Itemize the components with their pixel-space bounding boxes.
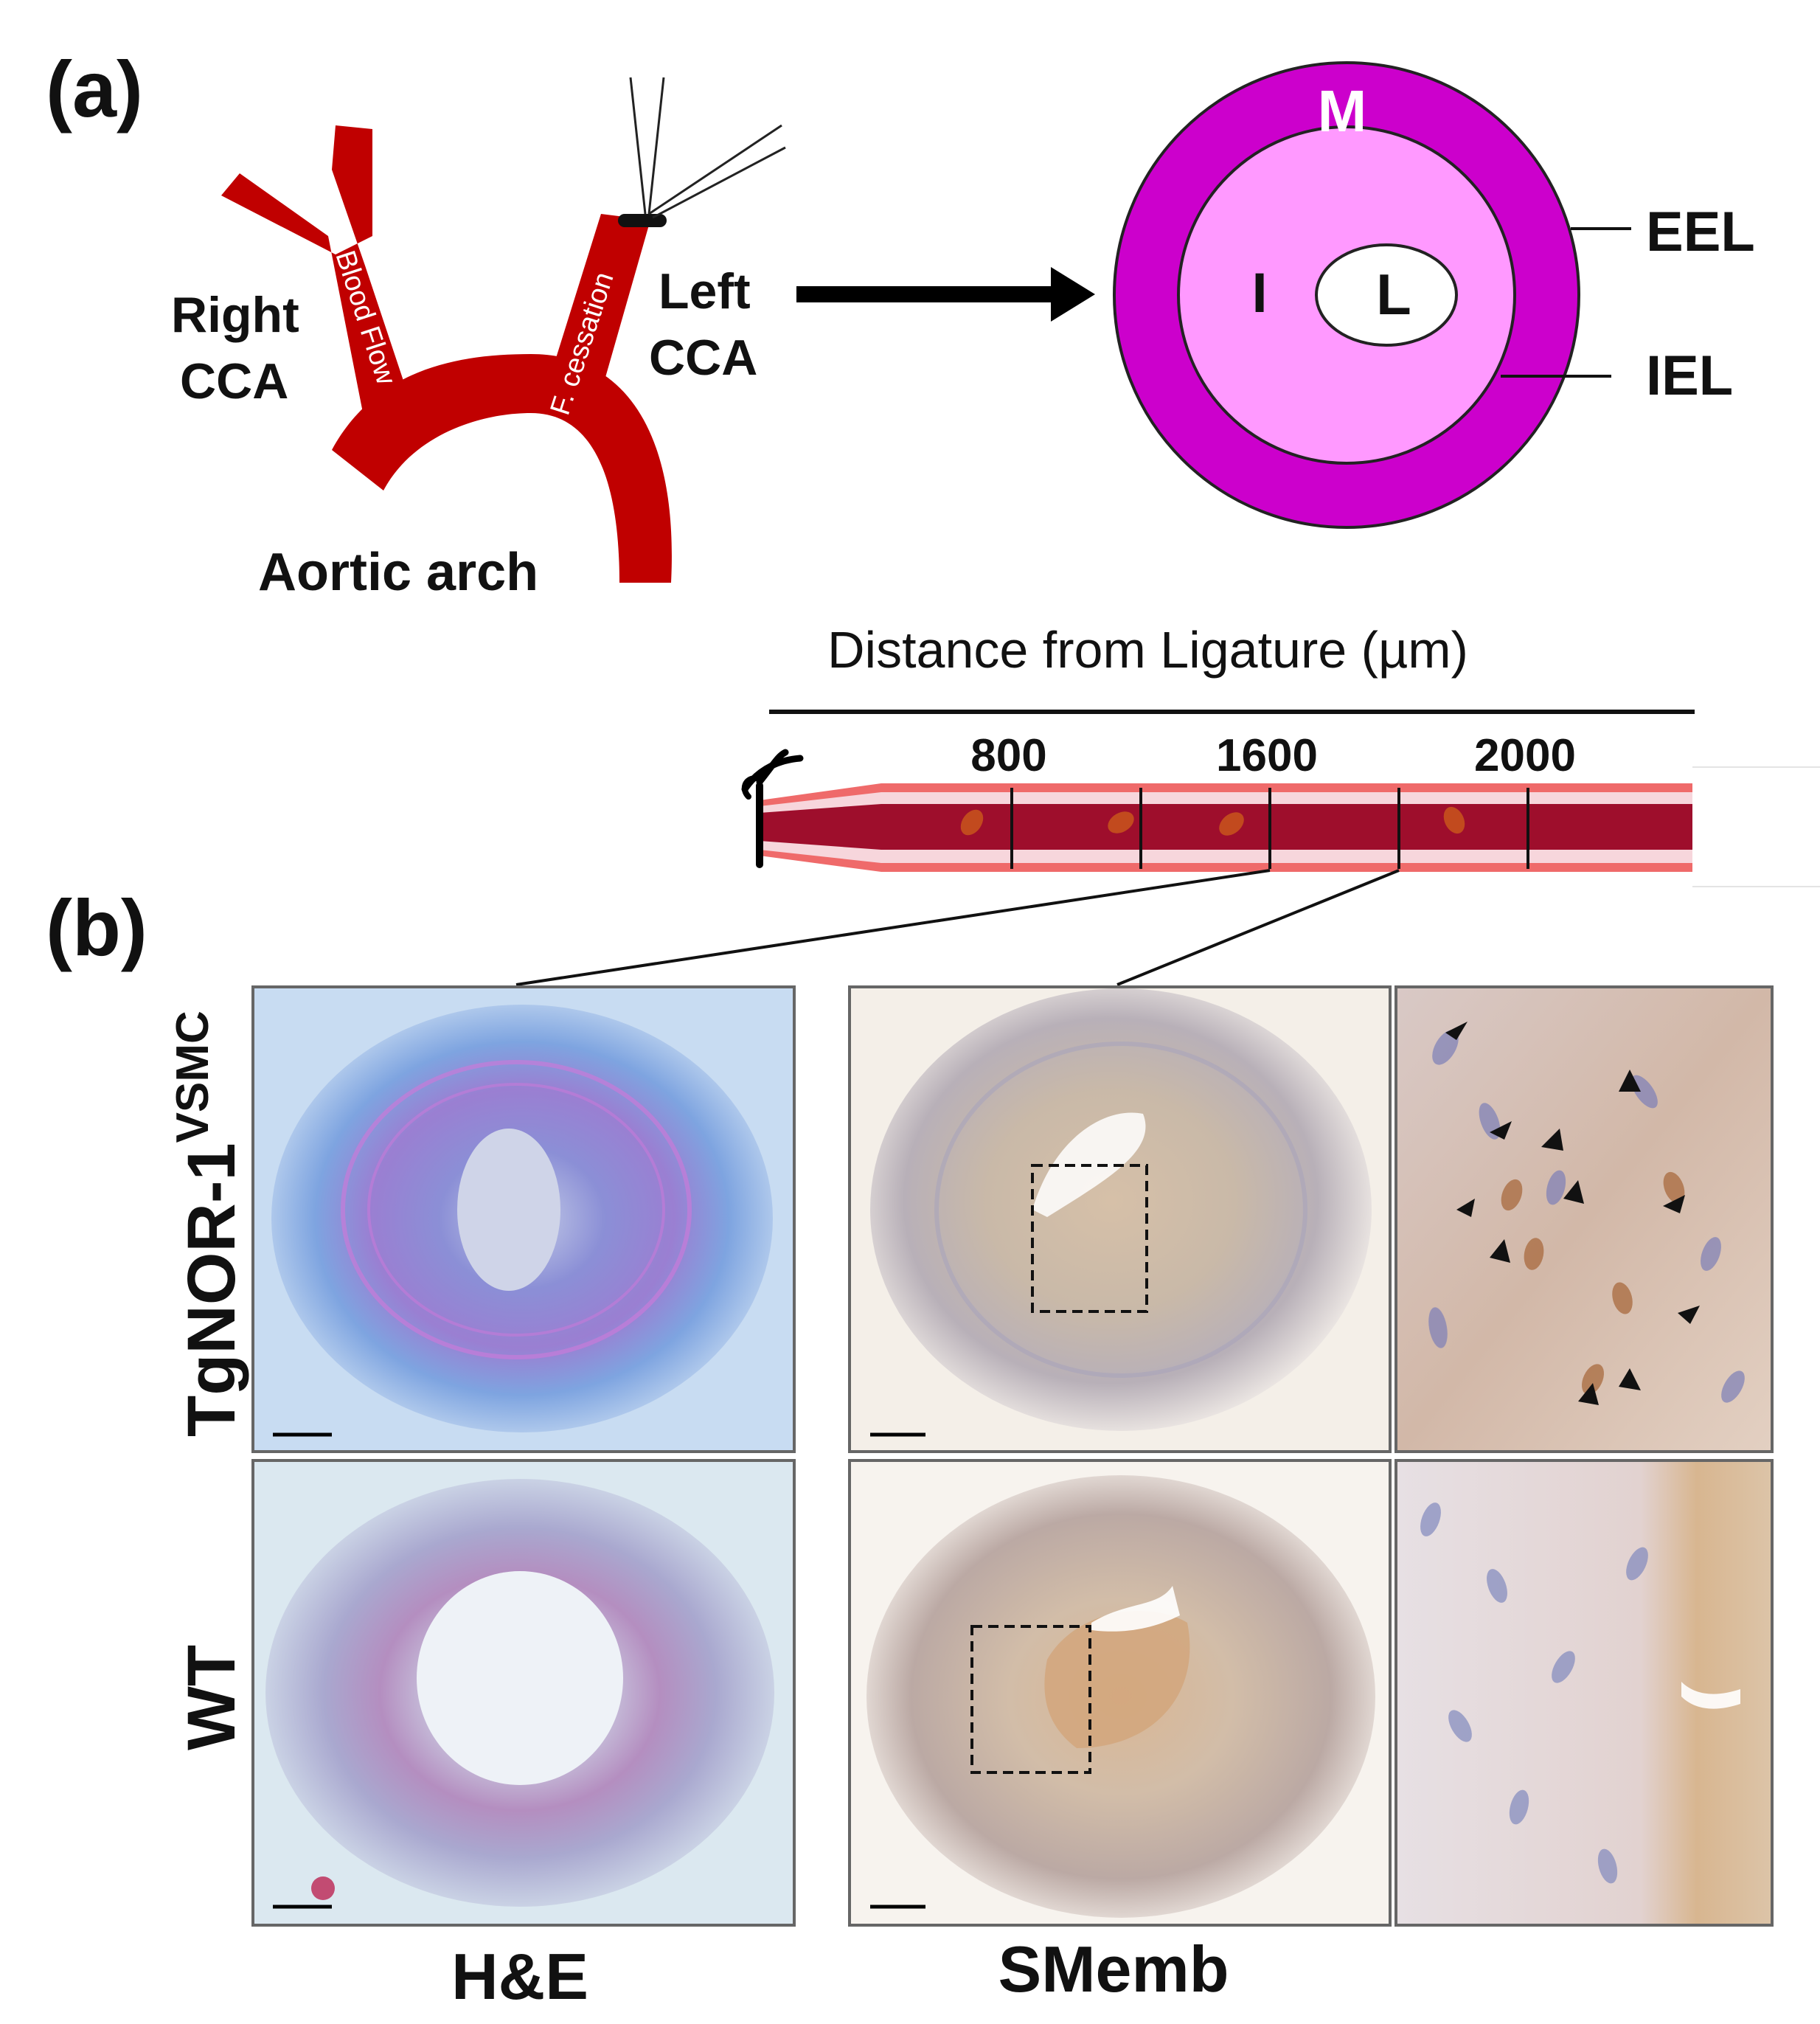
section-markers bbox=[1010, 788, 1529, 869]
media-label: M bbox=[1318, 78, 1367, 144]
micrograph-wt-smemb bbox=[848, 1459, 1392, 1927]
lumen bbox=[1315, 243, 1458, 347]
micrograph-tg-zoom bbox=[1394, 985, 1774, 1453]
right-cca-label-line2: CCA bbox=[180, 353, 288, 409]
intima-label: I bbox=[1251, 262, 1267, 325]
distance-tick-2000: 2000 bbox=[1474, 730, 1576, 781]
distance-title: Distance from Ligature (µm) bbox=[827, 621, 1468, 679]
blood-flow-label: Blood Flow bbox=[329, 247, 401, 389]
panel-a-label: (a) bbox=[46, 44, 143, 134]
left-cca-branch-vessel bbox=[546, 214, 649, 406]
panel-b-label: (b) bbox=[46, 883, 147, 972]
left-cca-label-line1: Left bbox=[659, 263, 751, 319]
row-label-wt: WT bbox=[174, 1645, 249, 1750]
iel-label: IEL bbox=[1646, 344, 1733, 407]
right-cca-branch-vessel bbox=[221, 125, 417, 443]
col-label-he: H&E bbox=[451, 1940, 588, 2013]
zoom-region-box bbox=[1031, 1164, 1148, 1313]
arrowhead-markers bbox=[1445, 1022, 1700, 1405]
arrow-right bbox=[796, 267, 1095, 322]
eel-label: EEL bbox=[1646, 201, 1755, 263]
vessel-cross-section: M I L EEL IEL bbox=[1113, 61, 1755, 529]
col-label-smemb: SMemb bbox=[998, 1933, 1229, 2006]
micrograph-wt-he bbox=[251, 1459, 796, 1927]
aortic-arch-label: Aortic arch bbox=[258, 543, 538, 602]
left-cca-label-line2: CCA bbox=[649, 330, 757, 386]
lumen-label: L bbox=[1376, 262, 1411, 327]
micrograph-wt-zoom bbox=[1394, 1459, 1774, 1927]
ligature-knot bbox=[618, 214, 667, 227]
red-blood-cells bbox=[960, 806, 1465, 836]
row-label-tg: TgNOR-1VSMC bbox=[167, 1011, 249, 1437]
distance-tick-800: 800 bbox=[970, 730, 1046, 781]
aortic-arch-vessel bbox=[332, 354, 672, 583]
ligature-suture-icon bbox=[741, 749, 804, 868]
distance-tick-1600: 1600 bbox=[1216, 730, 1318, 781]
micrograph-tg-he bbox=[251, 985, 796, 1453]
micrograph-tg-smemb bbox=[848, 985, 1392, 1453]
distance-schematic: Distance from Ligature (µm) 800 1600 200… bbox=[515, 621, 1820, 986]
suture-thread bbox=[629, 77, 786, 219]
aortic-arch-diagram: Blood Flow F. cessation Right CCA Left C… bbox=[171, 77, 786, 602]
right-cca-label-line1: Right bbox=[171, 287, 299, 343]
zoom-region-box bbox=[970, 1625, 1091, 1774]
